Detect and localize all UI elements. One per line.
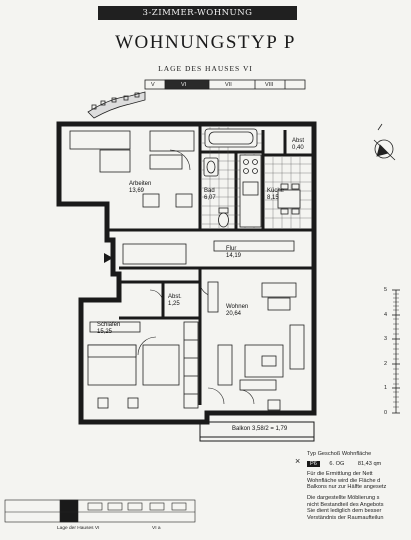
info-values: × P6 6. OG 81,43 qm [295,457,411,468]
house-location-label: LAGE DES HAUSES VI [158,64,253,73]
room-area: 15,25 [97,329,113,335]
room-area: 20,64 [226,311,242,317]
lage-mark-vii: VII [225,82,232,88]
lage-mark-vi: VI [181,82,187,88]
scale-tick-label: 3 [384,336,388,342]
scale-tick-label: 2 [384,361,388,367]
room-area: 1,25 [168,301,180,307]
note-line: Die dargestellte Möblierung s [307,494,380,501]
wardrobe [183,321,199,409]
hall-wardrobe [122,240,295,265]
sink [203,157,219,177]
typ-value: P6 [307,460,320,467]
room-area: 14,19 [226,253,242,259]
room-abstellraum-top: Abst 0,40 [292,138,304,152]
exterior-walls [56,121,317,425]
apartment-size-banner: 3-ZIMMER-WOHNUNG [98,6,297,20]
footer-lage-label: Lage der Hauses VI [57,526,100,531]
footer-location-strip [4,499,196,523]
room-name: Balkon [232,426,251,432]
room-kueche: Küche 8,15 [267,188,284,202]
note-line: Wohnfläche wird die Fläche d [307,477,381,484]
location-strip [87,79,306,119]
kitchen-counter [239,154,262,228]
room-area: 8,15 [267,195,279,201]
bed [87,321,180,409]
north-arrow-icon [373,123,396,161]
room-name: Bad [204,188,215,194]
room-abstellraum: Abst. 1,25 [168,294,182,308]
balcony [199,421,315,442]
interior-walls [107,124,314,405]
room-name: Abst [292,138,305,144]
room-name: Arbeiten [129,181,152,187]
room-area: 13,69 [129,188,145,194]
room-schlafen: Schlafen 15,25 [97,322,120,336]
room-wohnen: Wohnen 20,64 [226,304,248,318]
scale-tick-label: 4 [384,312,388,318]
room-name: Schlafen [97,322,121,328]
footer-mark-label: VI a [152,526,161,531]
note-line: nicht Bestandteil des Angebots [307,501,384,508]
room-area: 3,58/2 = 1,79 [252,426,288,432]
room-bad: Bad 6,07 [204,188,216,202]
entrance-arrow-icon [104,253,113,263]
room-arbeiten: Arbeiten 13,69 [129,181,151,195]
scale-tick-label: 1 [384,385,388,391]
room-balkon: Balkon 3,58/2 = 1,79 [232,426,287,433]
room-flur: Flur 14,19 [226,246,241,260]
room-name: Wohnen [226,304,249,310]
bathtub [204,128,258,148]
info-header: Typ Geschoß Wohnfläche [307,451,372,457]
toilet [218,207,229,228]
note-line: Für die Ermittlung der Nett [307,471,373,478]
apartment-info: Typ Geschoß Wohnfläche × P6 6. OG 81,43 … [295,451,411,521]
lage-mark-v: V [151,82,155,88]
room-name: Küche [267,188,285,194]
desk [69,130,195,208]
room-area: 6,07 [204,195,216,201]
flaeche-value: 81,43 qm [357,460,382,467]
room-area: 0,40 [292,145,304,151]
scale-bar [392,289,400,414]
note-line: Verständnis der Raumaufteilun [307,514,384,521]
marker-icon: × [295,456,301,466]
lage-mark-viii: VIII [265,82,274,88]
living-room-furniture [207,281,305,411]
note-line: Balkons nur zur Hälfte angesetz [307,484,387,491]
kitchen-table [277,183,301,215]
room-name: Flur [226,246,237,252]
scale-tick-label: 5 [384,287,388,293]
page-title: WOHNUNGSTYP P [115,32,296,53]
scale-tick-label: 0 [384,410,388,416]
geschoss-value: 6. OG [329,460,345,467]
room-name: Abst. [168,294,182,300]
note-line: Sie dient lediglich dem besser [307,508,382,515]
